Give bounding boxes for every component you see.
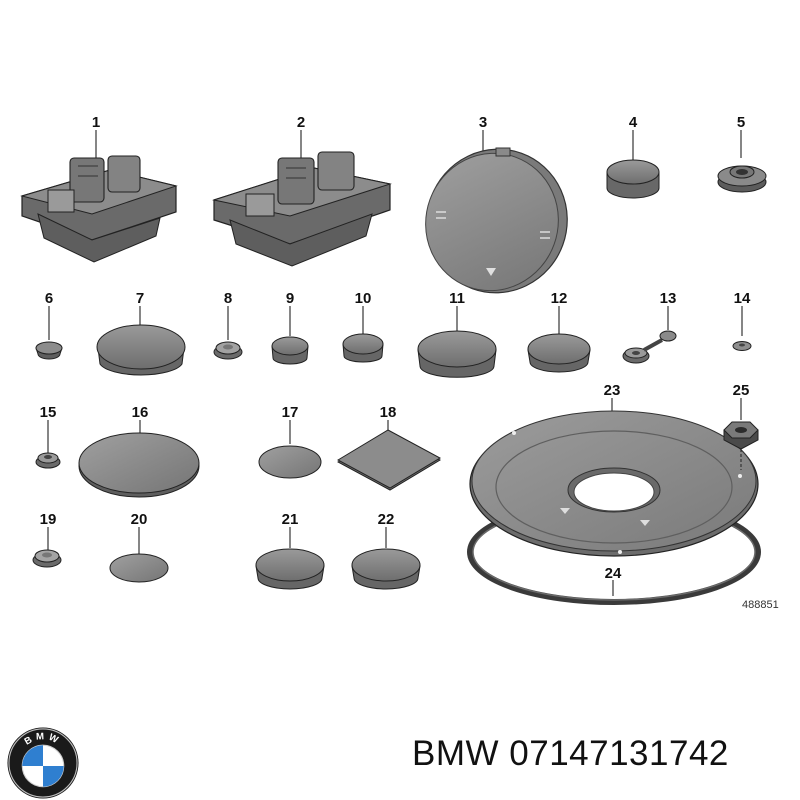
part-4-plug xyxy=(606,159,660,199)
part-25-nut xyxy=(723,421,759,470)
part-11-plug xyxy=(417,330,497,378)
callout-labels: 1 2 3 4 5 6 7 8 9 10 11 12 13 14 15 16 1… xyxy=(40,114,751,582)
callout-20: 20 xyxy=(131,511,148,528)
part-19-grommet xyxy=(32,549,62,568)
callout-17: 17 xyxy=(282,404,299,421)
part-15-grommet xyxy=(35,452,61,469)
part-1-jack-pad xyxy=(20,155,178,263)
part-20-disc xyxy=(109,553,169,583)
callout-25: 25 xyxy=(733,382,750,399)
part-23-mounting-ring xyxy=(469,410,759,557)
callout-9: 9 xyxy=(286,290,294,307)
callout-11: 11 xyxy=(449,290,465,307)
part-16-disc xyxy=(78,432,200,498)
part-17-disc xyxy=(258,445,322,479)
callout-19: 19 xyxy=(40,511,57,528)
callout-22: 22 xyxy=(378,511,395,528)
part-10-plug xyxy=(342,333,384,363)
part-6-plug xyxy=(35,341,63,360)
callout-16: 16 xyxy=(132,404,149,421)
part-2-jack-pad xyxy=(212,151,392,267)
callout-7: 7 xyxy=(136,290,144,307)
part-3-round-cover xyxy=(425,147,568,294)
part-21-plug xyxy=(255,548,325,590)
part-22-plug xyxy=(351,548,421,590)
part-13-tethered-grommet xyxy=(622,330,677,364)
part-9-plug xyxy=(271,336,309,365)
part-12-plug xyxy=(527,333,591,373)
part-14-grommet xyxy=(732,341,752,351)
part-18-square-pad xyxy=(336,429,442,491)
callout-3: 3 xyxy=(479,114,487,131)
callout-5: 5 xyxy=(737,114,745,131)
callout-10: 10 xyxy=(355,290,372,307)
callout-13: 13 xyxy=(660,290,677,307)
callout-6: 6 xyxy=(45,290,53,307)
callout-8: 8 xyxy=(224,290,232,307)
callout-18: 18 xyxy=(380,404,397,421)
callout-14: 14 xyxy=(734,290,751,307)
part-number-title: BMW 07147131742 xyxy=(412,734,729,773)
callout-15: 15 xyxy=(40,404,57,421)
part-7-plug xyxy=(96,324,186,376)
callout-2: 2 xyxy=(297,114,305,131)
part-8-grommet xyxy=(213,341,243,360)
part-5-grommet xyxy=(717,165,767,193)
callout-1: 1 xyxy=(92,114,100,131)
bmw-logo: BMW xyxy=(7,727,79,799)
callout-12: 12 xyxy=(551,290,568,307)
callout-21: 21 xyxy=(282,511,299,528)
callout-4: 4 xyxy=(629,114,638,131)
leader-lines xyxy=(47,130,743,596)
callout-23: 23 xyxy=(604,382,621,399)
callout-24: 24 xyxy=(605,565,622,582)
diagram-reference-code: 488851 xyxy=(742,599,779,611)
